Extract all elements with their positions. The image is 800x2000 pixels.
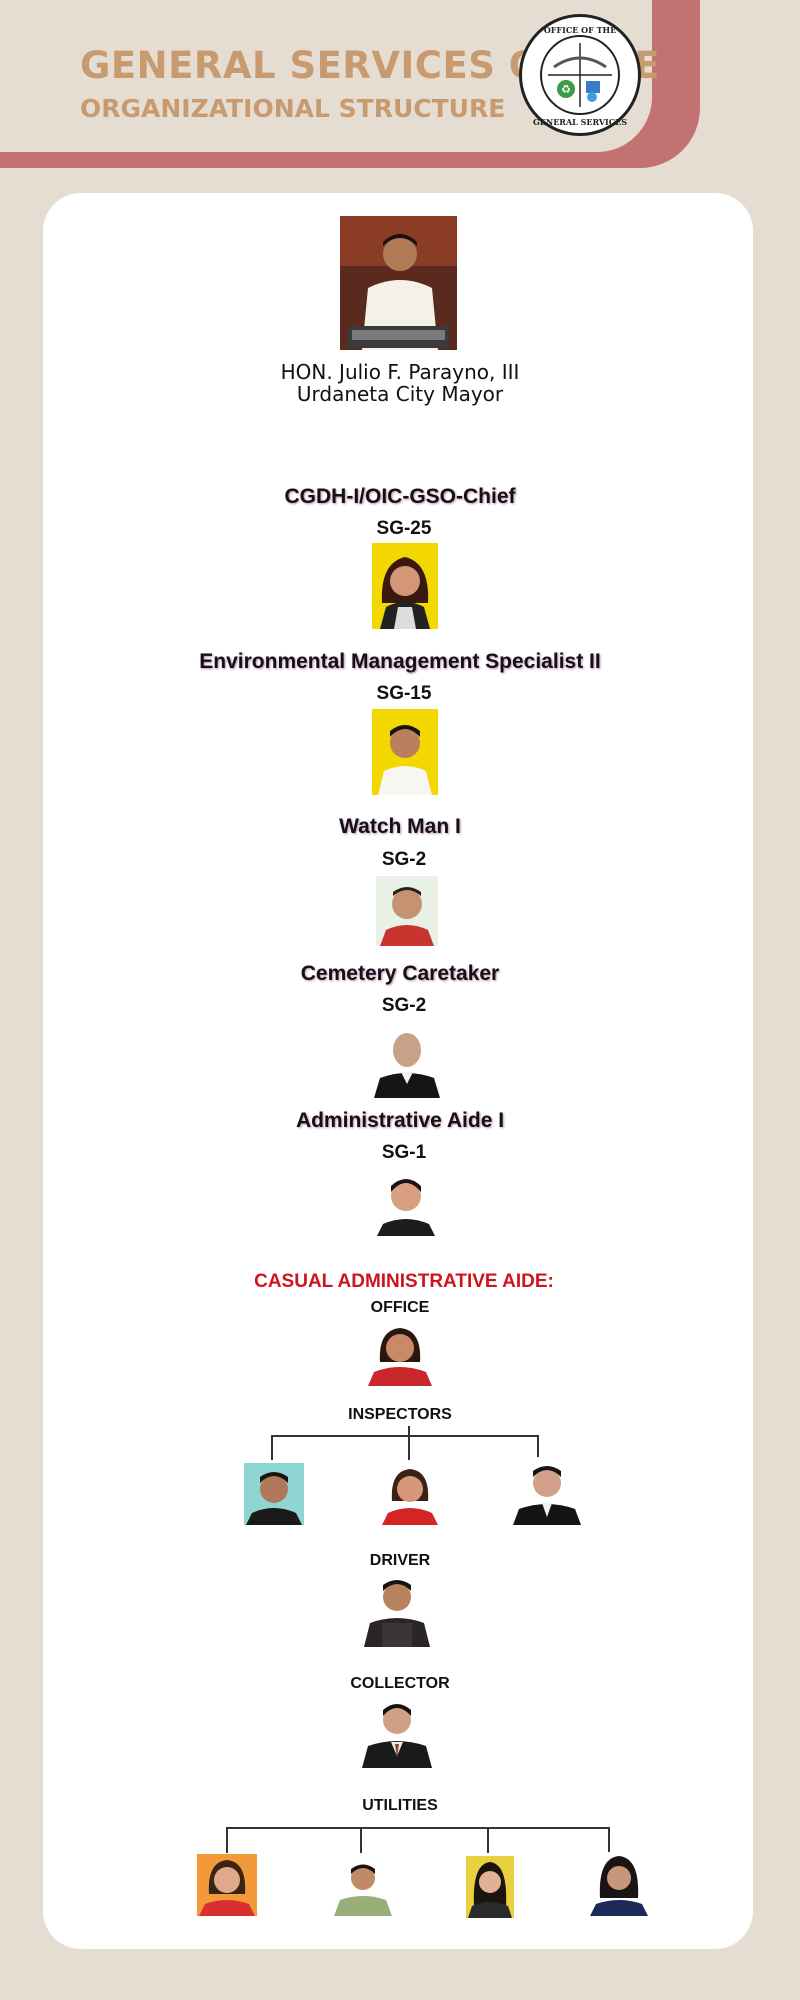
mayor-name: HON. Julio F. Parayno, III xyxy=(280,360,520,384)
inspector-photo-1 xyxy=(244,1463,304,1525)
mayor-photo xyxy=(340,216,457,350)
inspectors-connector-right xyxy=(537,1435,539,1460)
admin-aide-photo xyxy=(373,1168,439,1236)
salary-grade-admin-aide: SG-1 xyxy=(381,1142,427,1163)
inspectors-connector-left xyxy=(271,1435,273,1460)
position-title-chief: CGDH-I/OIC-GSO-Chief xyxy=(284,485,516,508)
inspectors-connector-bar xyxy=(271,1435,539,1437)
utility-photo-2 xyxy=(332,1856,394,1916)
casual-heading: CASUAL ADMINISTRATIVE AIDE: xyxy=(254,1271,554,1292)
seal-bottom-text: GENERAL SERVICES xyxy=(532,117,628,127)
inspectors-label: INSPECTORS xyxy=(348,1406,452,1423)
seal-top-text: OFFICE OF THE xyxy=(543,25,617,35)
position-title-admin-aide: Administrative Aide I xyxy=(295,1109,505,1132)
salary-grade-watchman: SG-2 xyxy=(381,849,427,870)
position-title-caretaker: Cemetery Caretaker xyxy=(300,962,500,985)
utility-photo-3 xyxy=(466,1856,514,1918)
collector-label: COLLECTOR xyxy=(350,1675,450,1692)
utility-photo-1 xyxy=(197,1854,257,1916)
inspectors-connector-middle xyxy=(408,1435,410,1460)
utilities-connector-bar xyxy=(226,1827,610,1829)
utilities-connector-1 xyxy=(226,1827,228,1853)
collector-photo xyxy=(360,1696,434,1768)
salary-grade-caretaker: SG-2 xyxy=(381,995,427,1016)
svg-text:♻: ♻ xyxy=(561,83,571,96)
caretaker-photo xyxy=(370,1022,444,1098)
seal-inner-ring: ♻ xyxy=(540,35,620,115)
salary-grade-chief: SG-25 xyxy=(376,518,432,539)
chief-photo xyxy=(372,543,438,629)
driver-label: DRIVER xyxy=(369,1552,431,1569)
utilities-connector-4 xyxy=(608,1827,610,1853)
utility-photo-4 xyxy=(588,1852,650,1916)
office-label: OFFICE xyxy=(370,1299,430,1316)
utilities-label: UTILITIES xyxy=(362,1797,438,1814)
inspector-photo-3 xyxy=(511,1457,583,1525)
utilities-connector-2 xyxy=(360,1827,362,1853)
inspectors-connector-stem xyxy=(408,1426,410,1436)
inspector-photo-2 xyxy=(380,1463,440,1525)
mayor-title: Urdaneta City Mayor xyxy=(296,382,504,406)
position-title-watchman: Watch Man I xyxy=(339,815,461,838)
office-aide-photo xyxy=(366,1322,434,1386)
page-subtitle: ORGANIZATIONAL STRUCTURE xyxy=(80,94,506,123)
salary-grade-ems: SG-15 xyxy=(376,683,432,704)
office-seal-logo: OFFICE OF THE ♻ GENERAL SERVICES xyxy=(519,14,641,136)
driver-photo xyxy=(360,1573,434,1647)
utilities-connector-3 xyxy=(487,1827,489,1853)
ems-photo xyxy=(372,709,438,795)
watchman-photo xyxy=(376,876,438,946)
position-title-ems: Environmental Management Specialist II xyxy=(199,650,601,673)
